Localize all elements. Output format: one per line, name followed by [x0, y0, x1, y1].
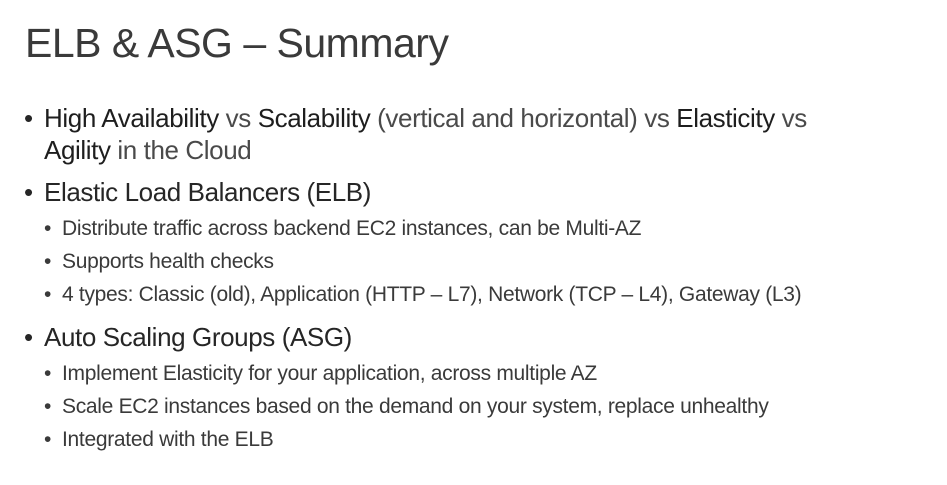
connector-text: in the Cloud [110, 135, 252, 165]
term-high-availability: High Availability [44, 103, 219, 133]
term-elasticity: Elasticity [676, 103, 775, 133]
slide-title: ELB & ASG – Summary [25, 20, 449, 66]
list-item: Distribute traffic across backend EC2 in… [24, 212, 937, 245]
term-agility: Agility [44, 135, 111, 165]
connector-text: (vertical and horizontal) vs [370, 103, 677, 133]
bullet-asg-label: Auto Scaling Groups (ASG) [44, 322, 352, 352]
bullet-list: High Availability vs Scalability (vertic… [24, 102, 937, 466]
bullet-elb-label: Elastic Load Balancers (ELB) [44, 177, 371, 207]
asg-sub-list: Implement Elasticity for your applicatio… [44, 357, 937, 456]
list-item: 4 types: Classic (old), Application (HTT… [24, 278, 937, 311]
list-item: Integrated with the ELB [24, 423, 937, 456]
bullet-asg: Auto Scaling Groups (ASG) Implement Elas… [24, 321, 937, 456]
bullet-elb: Elastic Load Balancers (ELB) Distribute … [24, 176, 937, 311]
bullet-concepts: High Availability vs Scalability (vertic… [24, 102, 937, 166]
list-item: Supports health checks [24, 245, 937, 278]
list-item: Implement Elasticity for your applicatio… [24, 357, 937, 390]
elb-sub-list: Distribute traffic across backend EC2 in… [44, 212, 937, 311]
connector-text: vs [218, 103, 258, 133]
term-scalability: Scalability [257, 103, 371, 133]
list-item: Scale EC2 instances based on the demand … [24, 390, 937, 423]
connector-text: vs [774, 103, 808, 133]
